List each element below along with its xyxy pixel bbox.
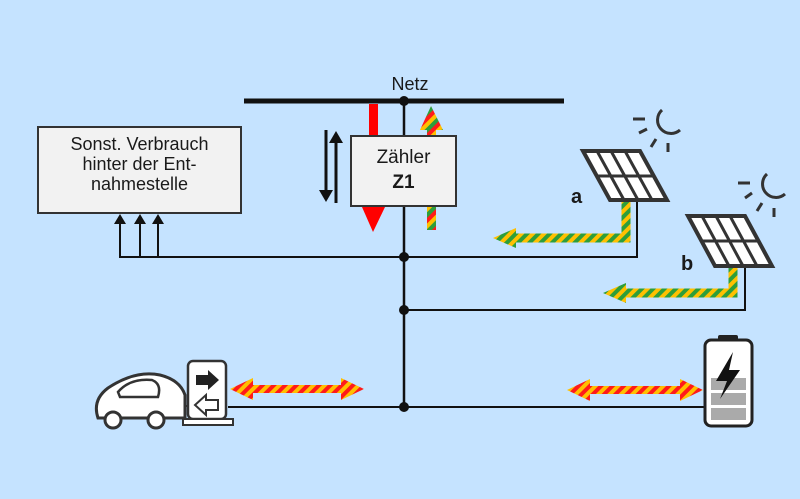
pv-b-wire [404,266,746,311]
grid-import-arrow-icon [362,207,385,232]
arrow-up-icon [152,214,164,224]
solar-panel-a-icon [579,149,671,202]
consumer-label-line1: Sonst. Verbrauch [70,134,209,154]
electric-car-icon [94,372,190,430]
sun-icon [738,172,787,217]
battery-flow-arrowhead-right-icon [680,379,703,401]
ev-flow-arrowhead-left-icon [230,378,253,400]
meter-label: Zähler [376,147,431,168]
consumer-label-line3: nahmestelle [90,174,189,194]
battery-flow-arrow-shaft [585,386,685,394]
arrow-up-icon [329,131,343,143]
arrow-down-icon [319,190,333,202]
junction [399,402,409,412]
pv-a-wire [404,202,638,258]
solar-panel-b-icon [684,214,776,268]
arrow-up-icon [114,214,126,224]
pv-a-flow-arrow [512,202,631,243]
battery-flow-arrowhead-left-icon [567,379,590,401]
meter-box: Zähler Z1 [350,135,457,207]
ev-flow-arrow-shaft [248,385,344,393]
pv-b-label: b [681,253,694,275]
feed-in-arrow-icon [420,106,443,130]
ev-flow-arrowhead-right-icon [341,378,364,400]
wallbox-charger-icon [182,359,234,426]
pv-a-label: a [571,186,583,208]
sun-icon [633,108,682,152]
grid-label: Netz [391,74,429,94]
junction [399,252,409,262]
pv-a-flow-arrowhead-icon [493,228,516,248]
pv-b-flow-arrowhead-icon [603,283,626,303]
consumer-label-line2: hinter der Ent- [82,154,197,174]
other-consumers-box: Sonst. Verbrauch hinter der Ent- nahmest… [37,126,242,214]
pv-b-flow-arrow [620,266,738,298]
battery-storage-icon [703,335,754,428]
arrow-up-icon [134,214,146,224]
consumer-wire [119,222,404,258]
junction [399,305,409,315]
meter-id: Z1 [392,172,415,193]
